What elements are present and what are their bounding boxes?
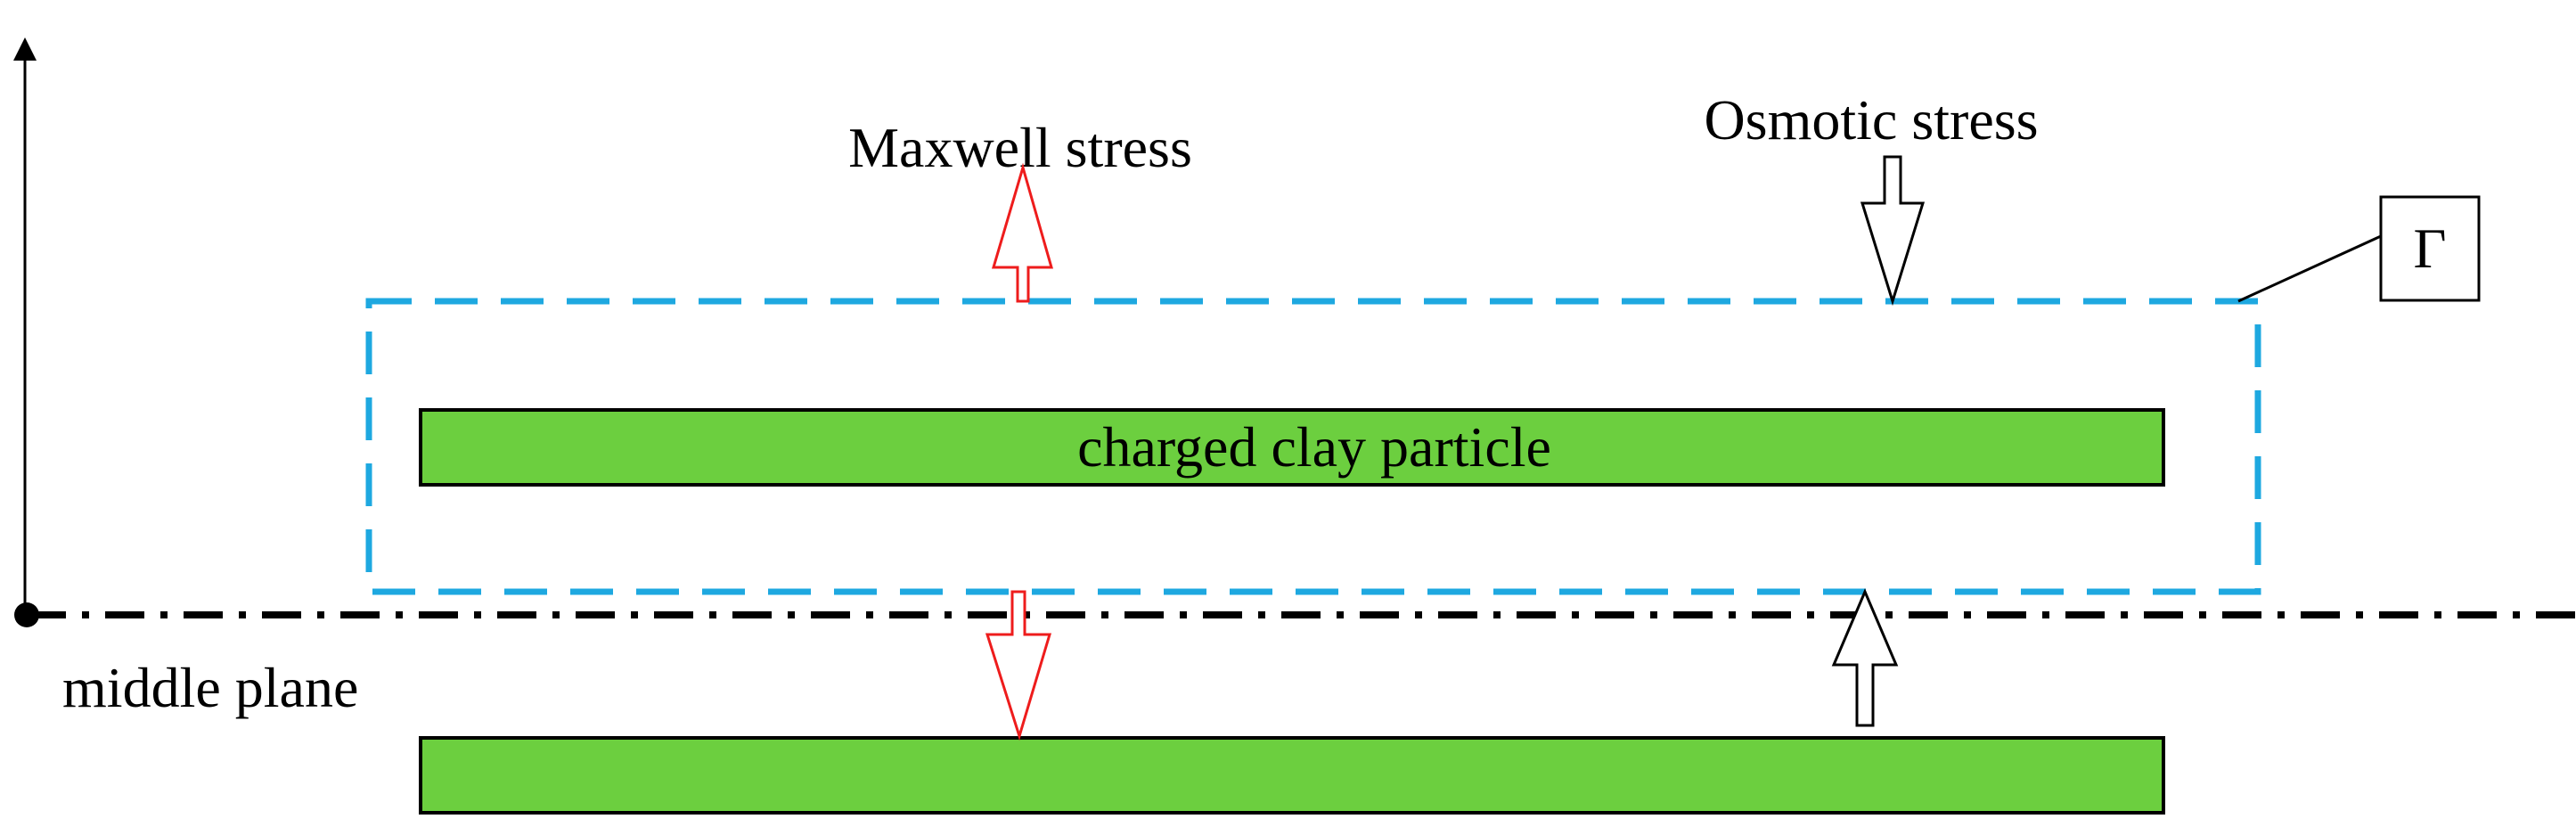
lower-clay-particle — [419, 736, 2165, 815]
vertical-axis-arrowhead — [13, 37, 37, 61]
gamma-symbol: Γ — [2414, 217, 2447, 280]
osmotic-lower-arrow-shape — [1831, 588, 1899, 727]
maxwell-stress-label: Maxwell stress — [848, 116, 1192, 179]
gamma-leader-line — [2237, 234, 2382, 303]
maxwell-lower-arrow — [985, 590, 1052, 741]
osmotic-upper-arrow — [1860, 155, 1926, 307]
maxwell-upper-arrow — [991, 162, 1053, 303]
control-boundary — [365, 298, 2261, 595]
osmotic-stress-label: Osmotic stress — [1704, 88, 2038, 151]
middle-plane-label: middle plane — [62, 656, 358, 719]
origin-point — [14, 602, 39, 627]
gamma-label-box — [2379, 195, 2481, 302]
particle-label: charged clay particle — [1077, 415, 1551, 479]
upper-clay-particle — [419, 408, 2165, 487]
